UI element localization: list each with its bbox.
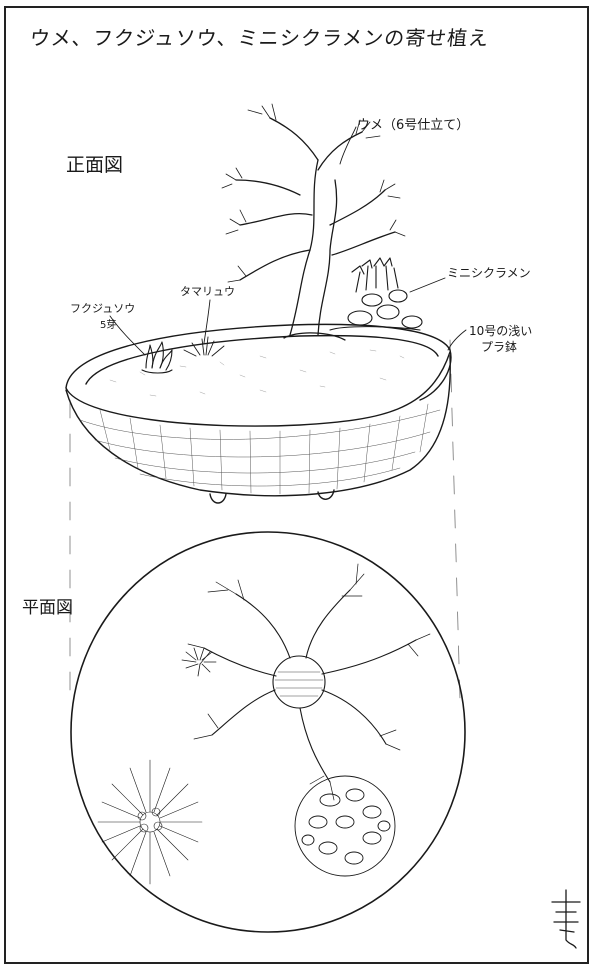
fukujuso-front bbox=[142, 342, 172, 373]
cyclamen-plan bbox=[295, 776, 395, 876]
page-title: ウメ、フクジュソウ、ミニシクラメンの寄せ植え bbox=[28, 22, 490, 51]
label-leaders bbox=[110, 127, 466, 355]
pot-label-line2: プラ鉢 bbox=[481, 338, 517, 355]
fukujuso-label: フクジュソウ bbox=[70, 300, 135, 316]
front-view-label: 正面図 bbox=[66, 150, 123, 177]
projection-guides bbox=[70, 340, 460, 700]
cyclamen-label: ミニシクラメン bbox=[447, 264, 531, 281]
tamaryu-label: タマリュウ bbox=[180, 283, 235, 299]
plan-view-label: 平面図 bbox=[22, 593, 73, 618]
cyclamen-front bbox=[330, 258, 422, 330]
signature-mark bbox=[552, 890, 580, 948]
ume-label: ウメ（6号仕立て） bbox=[357, 114, 469, 133]
ume-plan bbox=[188, 564, 430, 800]
fukujuso-count-label: 5芽 bbox=[100, 316, 116, 331]
pot-label-line1: 10号の浅い bbox=[469, 322, 532, 339]
pot-front bbox=[66, 324, 451, 503]
fukujuso-plan bbox=[98, 760, 202, 884]
pot-plan bbox=[71, 532, 465, 932]
